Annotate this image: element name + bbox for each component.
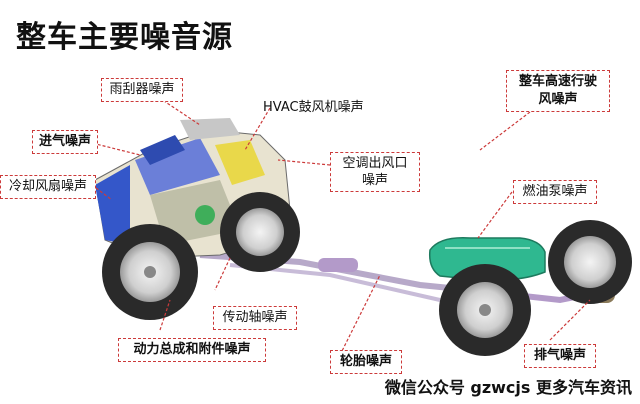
label-wind-noise: 整车高速行驶 风噪声 [506, 70, 610, 112]
ac-outlet-line1: 空调出风口 [342, 156, 408, 171]
label-ac-outlet-noise: 空调出风口 噪声 [330, 152, 420, 192]
leader-lines [87, 94, 591, 356]
intake-manifold [135, 138, 220, 195]
leader-fuel-pump [477, 191, 513, 239]
label-hvac-noise: HVAC鼓风机噪声 [263, 100, 364, 115]
watermark: 微信公众号 gzwcjs 更多汽车资讯 [384, 378, 632, 397]
label-cooling-fan-noise: 冷却风扇噪声 [0, 175, 96, 199]
label-intake-noise: 进气噪声 [32, 130, 98, 154]
leader-driveshaft [214, 257, 231, 291]
rear-right-wheel [548, 220, 632, 304]
radiator [95, 165, 130, 245]
engine-module [94, 118, 291, 259]
label-driveshaft-noise: 传动轴噪声 [213, 306, 297, 330]
front-left-wheel [102, 224, 198, 320]
leader-exhaust [549, 299, 591, 341]
leader-cooling-fan [91, 184, 113, 201]
ac-outlet-line2: 噪声 [361, 173, 388, 188]
label-powertrain-noise: 动力总成和附件噪声 [118, 338, 266, 362]
leader-tire [339, 274, 381, 356]
leader-wiper [154, 94, 201, 126]
leader-wind [479, 111, 531, 151]
fuel-tank [428, 237, 546, 282]
alternator [195, 205, 215, 225]
page-title: 整车主要噪音源 [16, 20, 233, 55]
label-wiper-noise: 雨刮器噪声 [101, 78, 183, 102]
leader-powertrain [159, 299, 171, 331]
hvac-blower [215, 140, 265, 185]
front-right-wheel [220, 192, 300, 272]
leader-intake [87, 141, 141, 156]
leader-hvac [244, 107, 271, 151]
wind-line1: 整车高速行驶 [518, 74, 597, 89]
label-exhaust-noise: 排气噪声 [524, 344, 596, 368]
wind-line2: 风噪声 [538, 92, 578, 107]
muffler-front [318, 258, 358, 272]
label-tire-noise: 轮胎噪声 [330, 350, 402, 374]
rear-left-wheel [439, 264, 531, 356]
leader-ac-outlet [277, 159, 331, 166]
label-fuel-pump-noise: 燃油泵噪声 [513, 180, 597, 204]
